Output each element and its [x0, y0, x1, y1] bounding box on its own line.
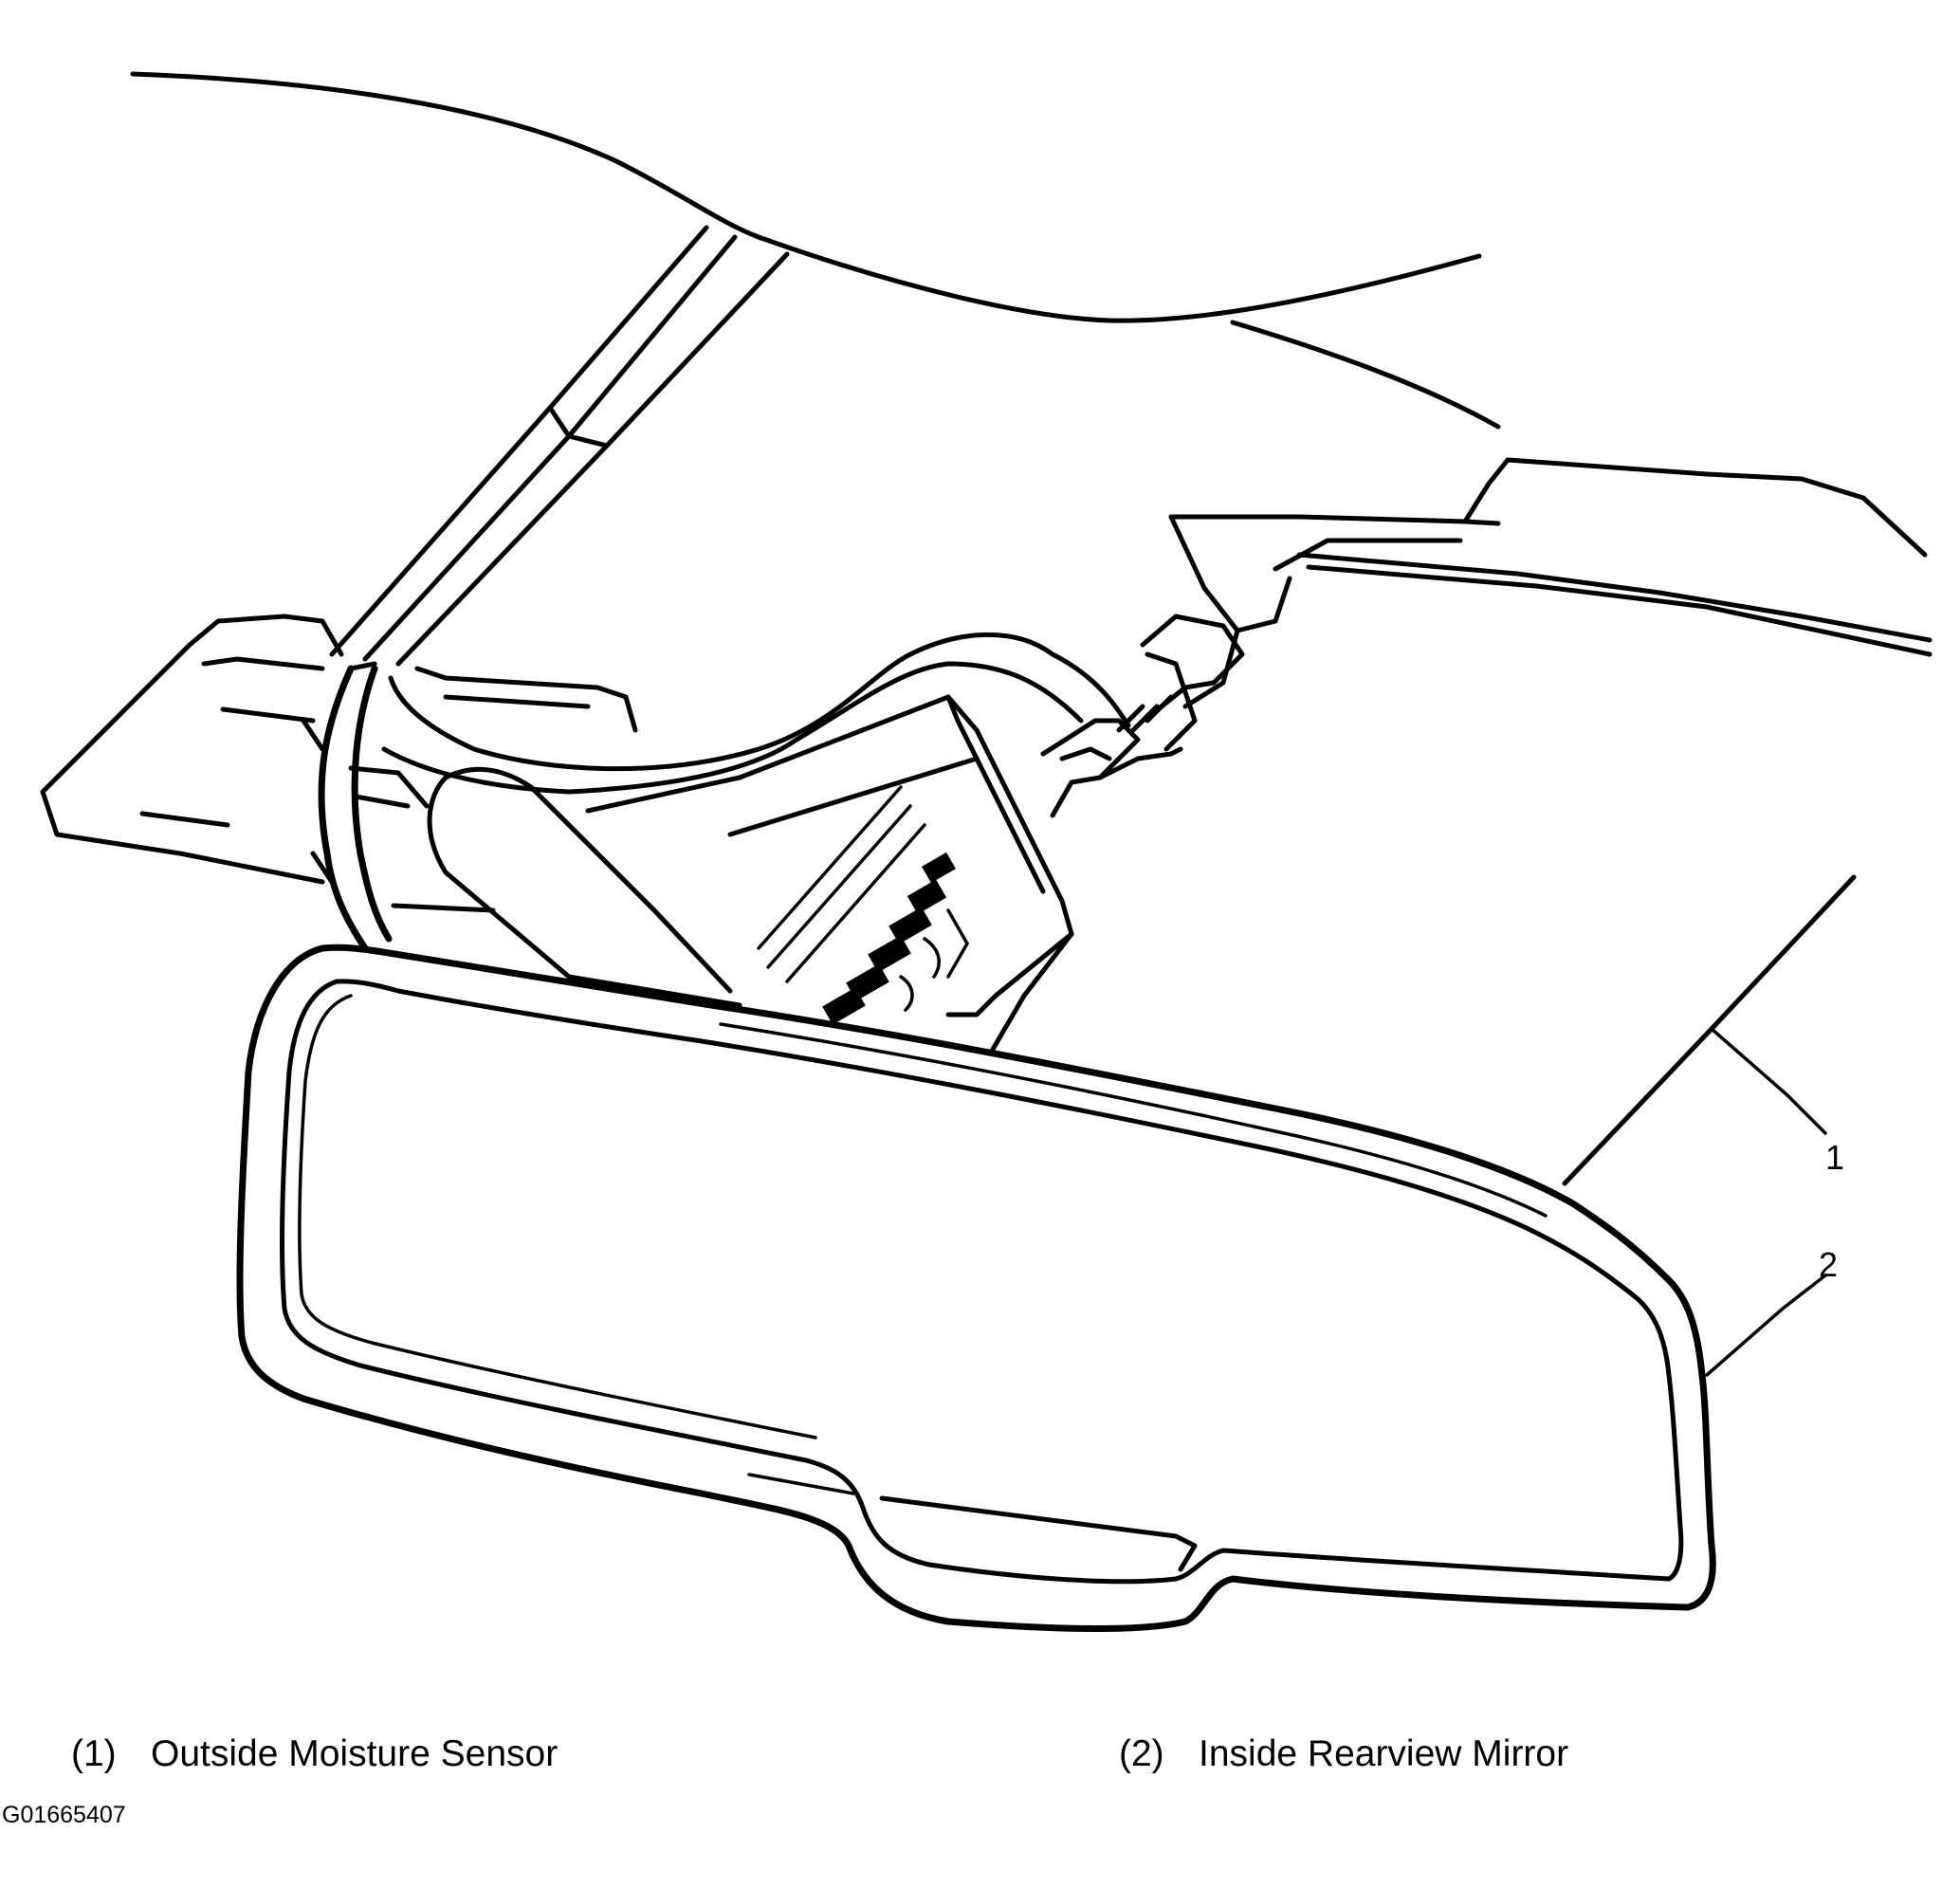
headliner-outline: [130, 71, 1501, 430]
windshield-trim: [329, 225, 790, 667]
legend-1-text: Outside Moisture Sensor: [151, 1733, 559, 1774]
legend-item-inside-rearview-mirror: (2) Inside Rearview Mirror: [1119, 1733, 1568, 1775]
legend-2-text: Inside Rearview Mirror: [1199, 1733, 1569, 1774]
legend-2-label: (2): [1119, 1733, 1164, 1774]
callout-1-leader: [1562, 874, 1857, 1186]
legend-1-label: (1): [71, 1733, 117, 1774]
callout-1-number: 1: [1825, 1138, 1844, 1177]
mirror-mount-arm: [318, 632, 1131, 952]
callout-2-number: 2: [1819, 1245, 1838, 1284]
mount-clip: [1040, 614, 1245, 818]
moisture-sensor-element: [822, 852, 969, 1025]
roof-console-panel: [1168, 457, 1933, 709]
legend-item-outside-moisture-sensor: (1) Outside Moisture Sensor: [71, 1733, 558, 1775]
mirror-stem-body: [427, 694, 1074, 1055]
left-visor-area: [40, 614, 344, 885]
callout-2-leader: [1705, 1274, 1827, 1377]
rearview-mirror-housing: [236, 944, 1716, 1633]
figure-id: G01665407: [2, 1802, 126, 1828]
